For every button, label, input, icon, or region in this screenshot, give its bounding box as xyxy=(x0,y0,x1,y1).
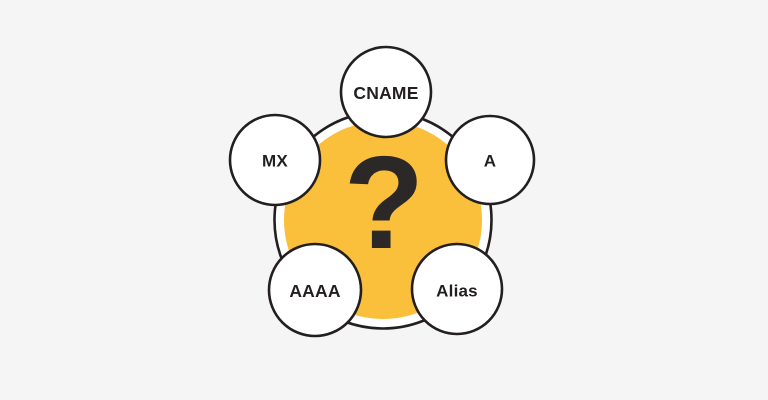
node-alias[interactable]: Alias xyxy=(410,242,504,336)
node-a-circle[interactable] xyxy=(444,114,536,206)
node-cname[interactable]: CNAME xyxy=(339,45,433,139)
node-cname-circle[interactable] xyxy=(339,45,433,139)
node-mx-label: MX xyxy=(262,152,288,171)
node-a[interactable]: A xyxy=(444,114,536,206)
node-aaaa[interactable]: AAAA xyxy=(267,242,363,338)
node-aaaa-label: AAAA xyxy=(289,281,341,301)
node-mx-circle[interactable] xyxy=(228,113,322,207)
question-mark-icon: ? xyxy=(344,129,425,276)
node-a-label: A xyxy=(484,152,496,171)
node-cname-label: CNAME xyxy=(353,83,418,103)
node-aaaa-circle[interactable] xyxy=(267,242,363,338)
node-alias-label: Alias xyxy=(436,282,478,301)
node-alias-circle[interactable] xyxy=(410,242,504,336)
node-mx[interactable]: MX xyxy=(228,113,322,207)
